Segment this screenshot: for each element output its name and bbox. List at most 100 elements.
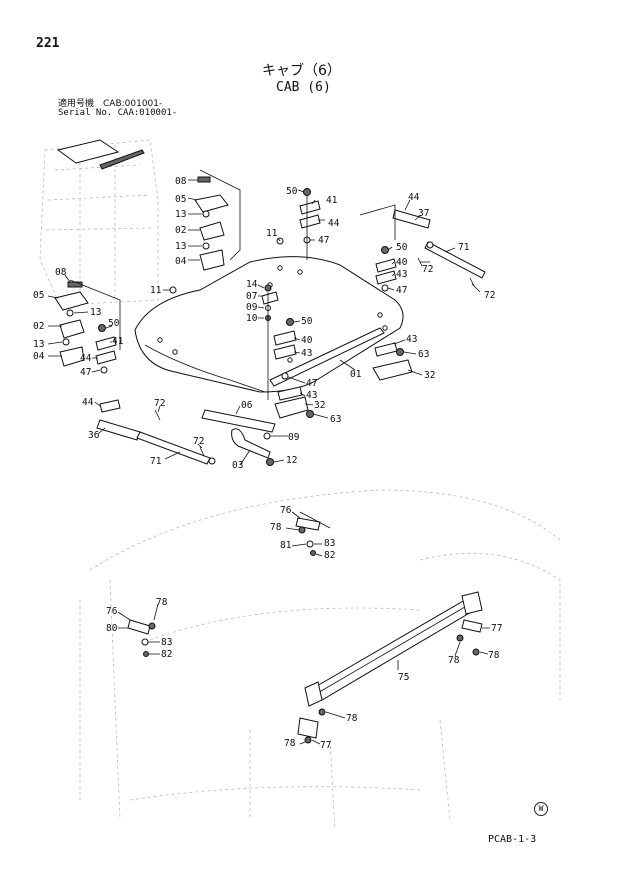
- callout-82: 82: [324, 550, 335, 561]
- callout-50: 50: [286, 186, 298, 197]
- bolt-11-markers: [169, 237, 284, 294]
- roof-panel: [134, 256, 404, 393]
- callout-06: 06: [241, 400, 253, 411]
- hinge-and-strut-left: [96, 399, 216, 465]
- callout-50: 50: [108, 318, 120, 329]
- callout-43: 43: [306, 390, 317, 401]
- callout-63: 63: [418, 349, 429, 360]
- callout-04: 04: [175, 256, 187, 267]
- callout-10: 10: [246, 313, 258, 324]
- callout-72: 72: [484, 290, 495, 301]
- callout-03: 03: [232, 460, 243, 471]
- callout-44: 44: [80, 353, 92, 364]
- plate-bolt-group-top: [299, 188, 321, 260]
- gas-strut-right: [424, 241, 486, 279]
- page-number: 221: [36, 36, 60, 51]
- callout-78: 78: [284, 738, 296, 749]
- callout-72: 72: [193, 436, 204, 447]
- callout-37: 37: [418, 208, 429, 219]
- roof-edge-rail: [269, 327, 385, 387]
- callout-44: 44: [82, 397, 94, 408]
- callout-36: 36: [88, 430, 100, 441]
- latch-group-lower: [127, 619, 156, 657]
- serial-range-japanese: 適用号機 CAB:001001-: [58, 99, 163, 109]
- callout-63: 63: [330, 414, 341, 425]
- callout-13: 13: [175, 209, 186, 220]
- callout-44: 44: [408, 192, 420, 203]
- callout-11: 11: [150, 285, 162, 296]
- callout-81: 81: [280, 540, 292, 551]
- page-title-english: CAB (6): [276, 80, 331, 95]
- callout-07: 07: [246, 291, 257, 302]
- bracket-stack-lower: [54, 279, 121, 367]
- callout-02: 02: [175, 225, 186, 236]
- callout-47: 47: [306, 378, 317, 389]
- page-title-japanese: キャブ（6）: [262, 63, 341, 79]
- callout-13: 13: [175, 241, 186, 252]
- plate-bolt-group-left: [95, 324, 117, 374]
- callout-71: 71: [458, 242, 470, 253]
- callout-78: 78: [346, 713, 358, 724]
- callout-77: 77: [320, 740, 331, 751]
- serial-range-english: Serial No. CAA:010001-: [58, 108, 178, 118]
- roof-mounting-holes: [157, 265, 388, 363]
- plate-bolt-group-right: [375, 246, 397, 292]
- callout-40: 40: [301, 335, 313, 346]
- window-rail: [304, 591, 483, 707]
- callout-75: 75: [398, 672, 409, 683]
- callout-40: 40: [396, 257, 408, 268]
- callout-44: 44: [328, 218, 340, 229]
- roof-rail-thumbnail: [99, 149, 145, 170]
- circled-w-mark: W: [534, 802, 548, 816]
- callout-09: 09: [288, 432, 300, 443]
- page-code: PCAB-1-3: [488, 834, 537, 845]
- callout-labels: 08 05 13 02 13 04 11 50 41 44 47 44 37 7…: [33, 176, 502, 751]
- callout-83: 83: [324, 538, 335, 549]
- hinge-right-lower: [372, 342, 413, 381]
- callout-02: 02: [33, 321, 44, 332]
- callout-08: 08: [55, 267, 67, 278]
- latch-group-upper: [295, 511, 331, 556]
- callout-50: 50: [301, 316, 313, 327]
- callout-14: 14: [246, 279, 258, 290]
- callout-08: 08: [175, 176, 187, 187]
- hinge-and-strut-right: [359, 204, 486, 287]
- callout-11: 11: [266, 228, 278, 239]
- callout-50: 50: [396, 242, 408, 253]
- callout-43: 43: [396, 269, 407, 280]
- callout-43: 43: [406, 334, 417, 345]
- callout-01: 01: [350, 369, 362, 380]
- callout-43: 43: [301, 348, 312, 359]
- callout-47: 47: [80, 367, 91, 378]
- callout-78: 78: [270, 522, 282, 533]
- callout-47: 47: [318, 235, 329, 246]
- callout-72: 72: [422, 264, 433, 275]
- callout-09: 09: [246, 302, 258, 313]
- lock-assembly-center: [201, 409, 276, 466]
- cab-thumbnail-ghost: [39, 139, 159, 306]
- callout-41: 41: [112, 336, 124, 347]
- callout-12: 12: [286, 455, 297, 466]
- rail-bracket-right: [456, 619, 483, 656]
- callout-78: 78: [156, 597, 168, 608]
- roof-thumbnail: [56, 139, 120, 164]
- leader-lines: [47, 179, 490, 745]
- callout-41: 41: [326, 195, 338, 206]
- callout-47: 47: [396, 285, 407, 296]
- callout-80: 80: [106, 623, 118, 634]
- callout-32: 32: [424, 370, 435, 381]
- callout-72: 72: [154, 398, 165, 409]
- callout-05: 05: [175, 194, 186, 205]
- callout-32: 32: [314, 400, 325, 411]
- callout-71: 71: [150, 456, 162, 467]
- gas-strut-left: [136, 431, 211, 465]
- callout-82: 82: [161, 649, 172, 660]
- callout-13: 13: [33, 339, 44, 350]
- callout-05: 05: [33, 290, 44, 301]
- callout-76: 76: [106, 606, 118, 617]
- callout-13: 13: [90, 307, 101, 318]
- cab-body-ghost: [79, 489, 561, 831]
- callout-78: 78: [448, 655, 460, 666]
- hinge-center-lower: [274, 372, 314, 419]
